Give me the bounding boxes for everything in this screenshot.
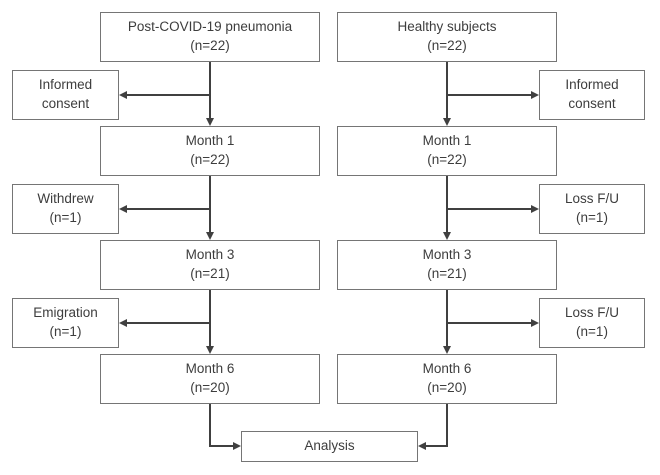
arrowhead-right-analysis — [233, 441, 241, 450]
box-right-loss-fu-2-line2: (n=1) — [576, 324, 608, 339]
box-right-month3-line2: (n=21) — [427, 266, 467, 281]
connector-right-branch-loss-fu-1 — [447, 208, 531, 210]
box-left-informed-consent: Informed consent — [12, 70, 119, 120]
box-right-informed-consent-line1: Informed — [565, 77, 619, 93]
connector-left-month1-to-month3 — [209, 176, 211, 232]
box-right-enrollment-line1: Healthy subjects — [397, 19, 497, 35]
box-right-month6-line1: Month 6 — [422, 361, 472, 377]
box-left-emigration-line1: Emigration — [33, 305, 98, 321]
box-right-loss-fu-2: Loss F/U (n=1) — [539, 298, 645, 348]
box-left-emigration: Emigration (n=1) — [12, 298, 119, 348]
box-left-informed-consent-line1: Informed — [38, 77, 93, 93]
box-left-emigration-line2: (n=1) — [49, 324, 82, 339]
connector-left-branch-consent — [127, 94, 211, 96]
arrowhead-down-right-month6 — [442, 346, 451, 354]
arrowhead-down-left-month1 — [205, 118, 214, 126]
connector-right-enrollment-to-month1 — [446, 62, 448, 118]
arrowhead-left-consent — [119, 90, 127, 99]
box-right-month1-line1: Month 1 — [422, 133, 472, 149]
box-left-enrollment: Post-COVID-19 pneumonia (n=22) — [100, 12, 320, 62]
connector-right-month1-to-month3 — [446, 176, 448, 232]
box-left-month3-line2: (n=21) — [190, 266, 230, 281]
box-right-month3-line1: Month 3 — [422, 247, 472, 263]
box-left-enrollment-line2: (n=22) — [190, 38, 230, 53]
connector-left-branch-withdrew — [127, 208, 211, 210]
box-left-month6-line2: (n=20) — [190, 380, 230, 395]
arrowhead-right-loss-fu-1 — [531, 204, 539, 213]
arrowhead-down-right-month3 — [442, 232, 451, 240]
box-left-month1-line1: Month 1 — [185, 133, 235, 149]
connector-right-month3-to-month6 — [446, 290, 448, 346]
box-right-loss-fu-1-line1: Loss F/U — [564, 191, 619, 207]
box-right-month1-line2: (n=22) — [427, 152, 467, 167]
box-right-informed-consent: Informed consent — [539, 70, 645, 120]
box-left-month1: Month 1 (n=22) — [100, 126, 320, 176]
connector-left-month3-to-month6 — [209, 290, 211, 346]
box-right-loss-fu-1-line2: (n=1) — [576, 210, 608, 225]
arrowhead-right-loss-fu-2 — [531, 318, 539, 327]
arrowhead-down-right-month1 — [442, 118, 451, 126]
box-analysis: Analysis — [241, 431, 418, 462]
box-right-month6: Month 6 (n=20) — [337, 354, 557, 404]
box-left-withdrew: Withdrew (n=1) — [12, 184, 119, 234]
box-right-enrollment-line2: (n=22) — [427, 38, 467, 53]
connector-right-branch-consent — [447, 94, 531, 96]
box-left-month3: Month 3 (n=21) — [100, 240, 320, 290]
box-left-informed-consent-line2: consent — [41, 96, 90, 111]
arrowhead-left-analysis — [418, 441, 426, 450]
arrowhead-right-consent — [531, 90, 539, 99]
box-left-enrollment-line1: Post-COVID-19 pneumonia — [127, 19, 293, 35]
box-left-month6-line1: Month 6 — [185, 361, 235, 377]
box-right-enrollment: Healthy subjects (n=22) — [337, 12, 557, 62]
box-right-informed-consent-line2: consent — [568, 96, 616, 111]
connector-left-branch-emigration — [127, 322, 211, 324]
connector-right-month6-down — [446, 404, 448, 447]
connector-left-to-analysis — [209, 445, 233, 447]
box-left-month1-line2: (n=22) — [190, 152, 230, 167]
box-right-month1: Month 1 (n=22) — [337, 126, 557, 176]
box-left-month3-line1: Month 3 — [185, 247, 235, 263]
arrowhead-down-left-month6 — [205, 346, 214, 354]
box-left-withdrew-line2: (n=1) — [49, 210, 82, 225]
box-right-loss-fu-2-line1: Loss F/U — [564, 305, 619, 321]
connector-right-to-analysis — [426, 445, 447, 447]
box-right-loss-fu-1: Loss F/U (n=1) — [539, 184, 645, 234]
arrowhead-left-withdrew — [119, 204, 127, 213]
box-right-month3: Month 3 (n=21) — [337, 240, 557, 290]
arrowhead-left-emigration — [119, 318, 127, 327]
box-left-withdrew-line1: Withdrew — [37, 191, 94, 207]
connector-left-enrollment-to-month1 — [209, 62, 211, 118]
box-right-month6-line2: (n=20) — [427, 380, 467, 395]
arrowhead-down-left-month3 — [205, 232, 214, 240]
box-analysis-label: Analysis — [304, 438, 355, 454]
box-left-month6: Month 6 (n=20) — [100, 354, 320, 404]
connector-right-branch-loss-fu-2 — [447, 322, 531, 324]
connector-left-month6-down — [209, 404, 211, 447]
